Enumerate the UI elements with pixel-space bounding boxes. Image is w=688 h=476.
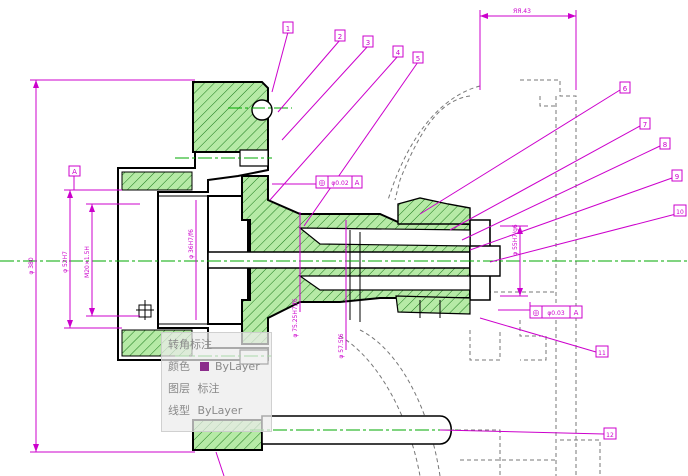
dim-overall-height: φ 380	[28, 257, 35, 275]
svg-text:◎: ◎	[319, 178, 326, 187]
svg-text:◎: ◎	[533, 308, 540, 317]
tooltip-row-color: 颜色 ByLayer	[168, 359, 260, 375]
dim-left-thread: M20×1.5H	[84, 246, 91, 278]
balloon-1: 1	[282, 21, 294, 34]
dim-center-dia-1: φ 75.25H7/f6	[292, 298, 299, 338]
color-swatch-icon	[199, 362, 209, 371]
svg-text:φ0.02: φ0.02	[331, 180, 349, 187]
dim-left-dia-2: φ 36H7/f6	[188, 229, 195, 259]
svg-text:3: 3	[366, 39, 370, 47]
svg-text:A: A	[355, 179, 360, 187]
balloon-11: 11	[595, 345, 609, 358]
tooltip-layer-value: 标注	[197, 382, 220, 395]
balloon-6: 6	[619, 81, 631, 94]
part-balloons: 1 2 3 4 5 6 7 8 9 10 11 12	[282, 21, 687, 440]
svg-text:1: 1	[286, 25, 290, 33]
balloon-7: 7	[639, 117, 651, 130]
tooltip-color-value: ByLayer	[215, 360, 260, 373]
svg-text:φ0.03: φ0.03	[547, 310, 565, 317]
svg-text:12: 12	[606, 432, 614, 439]
tooltip-title: 转角标注	[168, 338, 212, 351]
balloon-2: 2	[334, 29, 346, 42]
balloon-12: 12	[603, 427, 617, 440]
datum-a-right: A	[574, 309, 579, 317]
dimension-lines	[30, 10, 677, 476]
dimension-arrows	[33, 13, 576, 452]
svg-text:10: 10	[676, 209, 684, 216]
tooltip-color-key: 颜色	[168, 360, 190, 373]
svg-text:7: 7	[643, 121, 647, 129]
tooltip-row-layer: 图层 标注	[168, 381, 220, 397]
dim-right-dia: φ 55H7/g6	[512, 224, 519, 256]
dim-top-width: ЯЯ.43	[513, 8, 531, 15]
svg-text:5: 5	[416, 55, 420, 63]
detail-lines	[136, 199, 441, 322]
tooltip-linetype-key: 线型	[168, 404, 190, 417]
svg-text:8: 8	[663, 141, 667, 149]
properties-tooltip: 转角标注 颜色 ByLayer 图层 标注 线型 ByLayer	[161, 332, 272, 432]
svg-text:11: 11	[598, 350, 606, 357]
balloon-4: 4	[392, 45, 404, 58]
balloon-9: 9	[671, 169, 683, 182]
svg-text:9: 9	[675, 173, 679, 181]
dim-left-dia-1: φ 52H7	[62, 251, 69, 273]
balloon-3: 3	[362, 35, 374, 48]
balloon-8: 8	[659, 137, 671, 150]
svg-text:A: A	[72, 168, 77, 176]
svg-text:2: 2	[338, 33, 342, 41]
section-body	[117, 81, 501, 451]
svg-text:6: 6	[623, 85, 628, 93]
tolerance-frame-2: ◎ φ0.03 A	[529, 305, 583, 319]
datum-a-top: A	[68, 165, 81, 177]
dimension-texts: ЯЯ.43 φ 380 φ 52H7 M20×1.5H φ 36H7/f6 φ …	[28, 8, 531, 359]
tooltip-row-linetype: 线型 ByLayer	[168, 403, 242, 419]
balloon-10: 10	[673, 204, 687, 217]
dim-center-dia-2: φ 57.5f6	[338, 333, 345, 358]
tooltip-layer-key: 图层	[168, 382, 190, 395]
tolerance-frame-1: ◎ φ0.02 A	[315, 175, 363, 189]
svg-text:4: 4	[396, 49, 401, 57]
balloon-5: 5	[412, 51, 424, 64]
tooltip-linetype-value: ByLayer	[197, 404, 243, 417]
